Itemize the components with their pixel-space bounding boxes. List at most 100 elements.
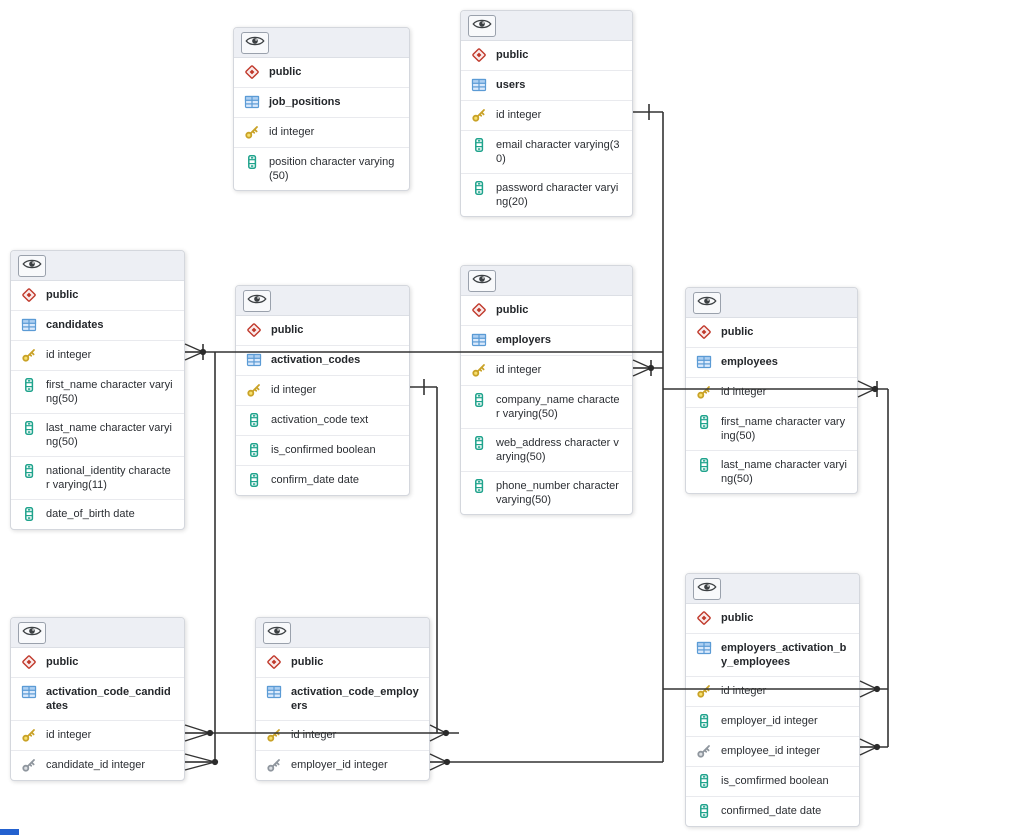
column-text: activation_code text — [271, 414, 369, 426]
column-row: web_address character varying(50) — [461, 429, 632, 472]
table-name-row: employers_activation_by_employees — [686, 634, 859, 677]
table-name: job_positions — [269, 96, 341, 108]
column-row: activation_code text — [236, 406, 409, 436]
column-row: confirmed_date date — [686, 797, 859, 826]
table-name: activation_codes — [271, 354, 361, 366]
column-row: id integer — [686, 677, 859, 707]
table-name: employers — [496, 334, 552, 346]
details-toggle-button[interactable] — [18, 254, 46, 277]
column-row: last_name character varying(50) — [11, 414, 184, 457]
details-toggle-button[interactable] — [468, 14, 496, 37]
schema-name: public — [496, 49, 529, 61]
details-toggle-button[interactable] — [263, 621, 291, 644]
column-icon — [471, 180, 487, 196]
column-text: phone_number character varying(50) — [496, 480, 619, 506]
table-icon — [696, 640, 712, 656]
details-toggle-button[interactable] — [243, 289, 271, 312]
details-toggle-button[interactable] — [693, 291, 721, 314]
table-node-employers[interactable]: public employers id integer company_name ch… — [460, 265, 633, 515]
schema-row: public — [11, 648, 184, 678]
table-name-row: activation_code_candidates — [11, 678, 184, 721]
schema-row: public — [236, 316, 409, 346]
details-toggle-button[interactable] — [241, 31, 269, 54]
column-text: position character varying(50) — [269, 156, 395, 182]
table-name-row: employers — [461, 326, 632, 356]
table-node-candidates[interactable]: public candidates id integer first_name cha… — [10, 250, 185, 530]
table-icon — [266, 684, 282, 700]
column-text: password character varying(20) — [496, 182, 619, 208]
column-row: first_name character varying(50) — [686, 408, 857, 451]
column-text: id integer — [721, 386, 767, 398]
table-icon — [471, 77, 487, 93]
foreign-key-icon — [696, 743, 712, 759]
primary-key-icon — [471, 107, 487, 123]
primary-key-icon — [696, 683, 712, 699]
table-icon — [244, 94, 260, 110]
column-icon — [21, 506, 37, 522]
column-row: first_name character varying(50) — [11, 371, 184, 414]
column-text: employer_id integer — [291, 759, 388, 771]
eye-icon — [697, 294, 717, 311]
table-name: candidates — [46, 319, 104, 331]
table-header — [686, 574, 859, 604]
column-icon — [246, 472, 262, 488]
column-row: id integer — [11, 721, 184, 751]
eye-icon — [247, 292, 267, 309]
foreign-key-icon — [266, 757, 282, 773]
details-toggle-button[interactable] — [693, 577, 721, 600]
table-name: users — [496, 79, 526, 91]
column-row: id integer — [236, 376, 409, 406]
column-text: id integer — [269, 126, 315, 138]
table-name-row: activation_code_employers — [256, 678, 429, 721]
column-row: is_confirmed boolean — [236, 436, 409, 466]
column-row: id integer — [11, 341, 184, 371]
column-text: id integer — [46, 349, 92, 361]
column-row: employer_id integer — [686, 707, 859, 737]
schema-icon — [246, 322, 262, 338]
column-icon — [696, 803, 712, 819]
eye-icon — [697, 580, 717, 597]
column-icon — [696, 713, 712, 729]
primary-key-icon — [246, 382, 262, 398]
column-row: company_name character varying(50) — [461, 386, 632, 429]
column-row: date_of_birth date — [11, 500, 184, 529]
schema-icon — [21, 287, 37, 303]
column-icon — [21, 377, 37, 393]
column-icon — [471, 137, 487, 153]
column-text: confirmed_date date — [721, 805, 822, 817]
foreign-key-icon — [21, 757, 37, 773]
column-icon — [696, 773, 712, 789]
column-row: phone_number character varying(50) — [461, 472, 632, 514]
column-text: company_name character varying(50) — [496, 394, 620, 420]
column-text: id integer — [721, 685, 767, 697]
table-icon — [471, 332, 487, 348]
eye-icon — [472, 17, 492, 34]
details-toggle-button[interactable] — [468, 269, 496, 292]
schema-name: public — [721, 326, 754, 338]
column-text: first_name character varying(50) — [46, 379, 173, 405]
table-header — [461, 266, 632, 296]
column-icon — [246, 442, 262, 458]
schema-name: public — [46, 656, 79, 668]
schema-name: public — [496, 304, 529, 316]
table-header — [461, 11, 632, 41]
column-icon — [246, 412, 262, 428]
primary-key-icon — [471, 362, 487, 378]
column-text: email character varying(30) — [496, 139, 620, 165]
column-row: employee_id integer — [686, 737, 859, 767]
column-text: id integer — [496, 364, 542, 376]
details-toggle-button[interactable] — [18, 621, 46, 644]
table-header — [686, 288, 857, 318]
eye-icon — [472, 272, 492, 289]
schema-name: public — [46, 289, 79, 301]
table-icon — [21, 317, 37, 333]
column-row: employer_id integer — [256, 751, 429, 780]
